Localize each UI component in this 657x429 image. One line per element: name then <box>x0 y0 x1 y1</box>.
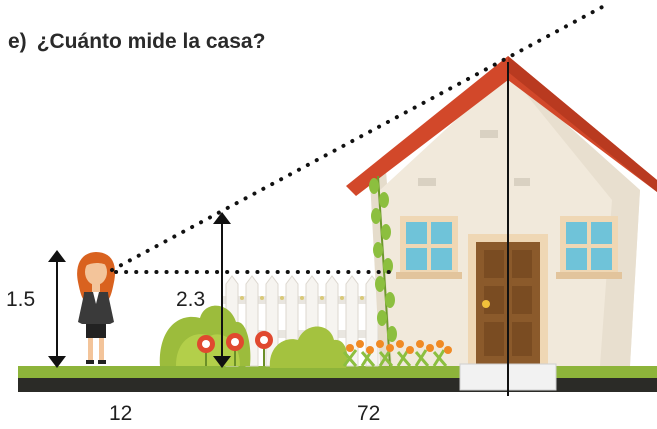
person-height-label: 1.5 <box>6 288 36 311</box>
red-flowers <box>197 331 273 366</box>
pole-height-arrow <box>213 212 231 368</box>
person-height-arrow <box>48 250 66 368</box>
person <box>77 252 116 364</box>
sight-line-diagonal <box>110 4 606 272</box>
distance-pole-house-label: 72 <box>357 402 381 425</box>
soil-strip <box>18 378 657 392</box>
problem-letter: e) <box>8 30 27 53</box>
bush-right <box>269 326 348 368</box>
pole-height-label: 2.3 <box>176 288 206 311</box>
roof <box>346 56 657 196</box>
problem-question: ¿Cuánto mide la casa? <box>36 30 266 53</box>
orange-flowers <box>342 340 452 367</box>
house-window-right <box>556 216 622 279</box>
vine <box>369 175 397 367</box>
problem-title: e) ¿Cuánto mide la casa? <box>8 30 265 54</box>
house-window-left <box>396 216 462 279</box>
distance-person-pole-label: 12 <box>109 402 133 425</box>
